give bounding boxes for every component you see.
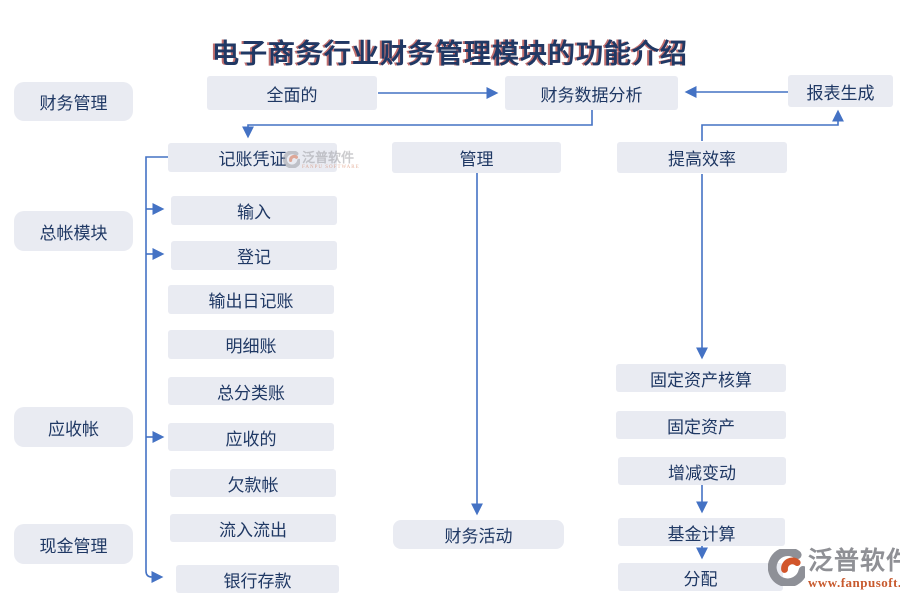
watermark-sub: FANPU SOFTWARE	[302, 165, 360, 170]
node-bank-deposit: 银行存款	[176, 565, 339, 593]
fanpu-logo-icon	[768, 549, 805, 586]
node-ledger-module: 总帐模块	[14, 211, 133, 251]
node-finance-mgmt: 财务管理	[14, 82, 133, 121]
node-debt: 欠款帐	[170, 469, 336, 497]
connector-analysis-to-voucher	[242, 110, 593, 139]
node-efficiency: 提高效率	[617, 142, 787, 173]
node-data-analysis: 财务数据分析	[505, 76, 678, 110]
node-fund-calc: 基金计算	[618, 518, 785, 546]
node-journal-out: 输出日记账	[168, 285, 334, 314]
logo-brand: 泛普软件	[808, 548, 900, 575]
logo-url: www.fanpusoft.com	[808, 575, 900, 590]
connector-efficiency-to-report	[701, 109, 844, 141]
node-voucher: 记账凭证	[168, 143, 337, 172]
node-report-gen: 报表生成	[788, 75, 893, 107]
node-manage: 管理	[392, 142, 561, 173]
watermark-brand: 泛普软件	[302, 150, 355, 165]
node-general-ledger: 总分类账	[168, 377, 334, 405]
connector-left-bracket	[145, 156, 168, 583]
node-comprehensive: 全面的	[207, 76, 377, 110]
node-finance-activity: 财务活动	[393, 520, 564, 549]
watermark-small: 泛普软件 FANPU SOFTWARE	[283, 151, 360, 170]
node-detail-ledger: 明细账	[168, 330, 334, 359]
fanpu-logo-icon	[283, 151, 300, 168]
node-fixed-asset-accounting: 固定资产核算	[616, 364, 786, 392]
node-receivable: 应收帐	[14, 407, 133, 447]
fanpu-logo: 泛普软件 www.fanpusoft.com	[768, 549, 900, 589]
node-allocation: 分配	[618, 563, 783, 591]
node-fixed-asset: 固定资产	[616, 411, 786, 439]
node-change: 增减变动	[618, 457, 786, 485]
node-register: 登记	[171, 241, 337, 270]
page-title: 电子商务行业财务管理模块的功能介绍	[212, 39, 688, 69]
node-inflow-outflow: 流入流出	[170, 514, 336, 542]
node-input: 输入	[171, 196, 337, 225]
node-cash-mgmt: 现金管理	[14, 524, 133, 564]
node-receivables: 应收的	[168, 423, 334, 451]
